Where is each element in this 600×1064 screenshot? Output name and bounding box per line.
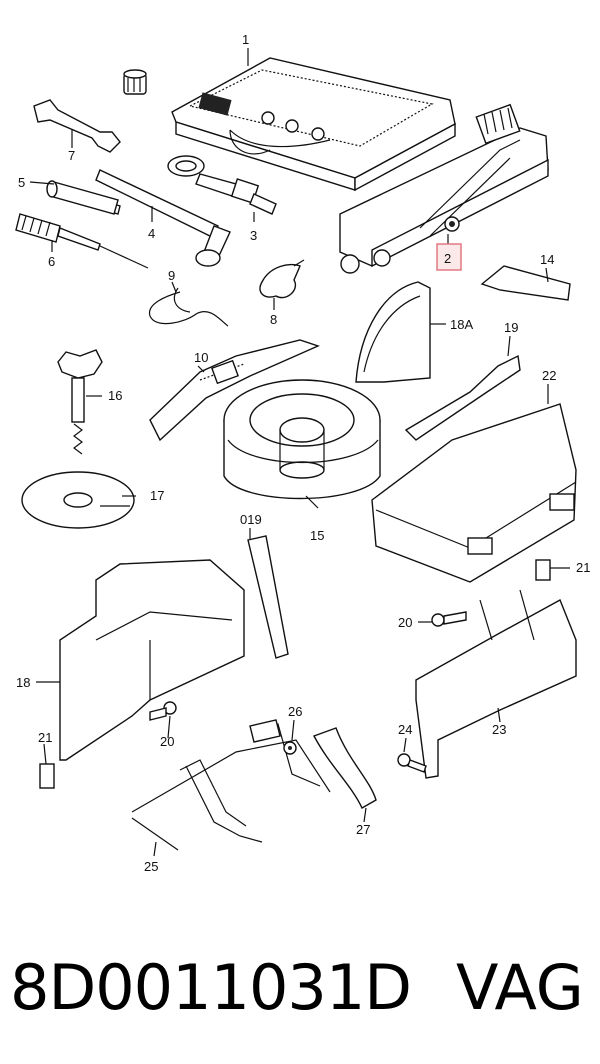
part-wheel-bolt-adapter: [123, 69, 147, 95]
part-15-spare-wheel-insert: [223, 379, 381, 500]
callout-20-upper: 20: [398, 615, 412, 630]
part-8-clip: [259, 259, 305, 299]
part-22-storage-box: [371, 403, 577, 583]
callout-17: 17: [150, 488, 164, 503]
parts-exploded-diagram: 1 2 3 4 5 6 7 8 9 10 14 15 16 17 18A 19 …: [15, 32, 590, 874]
callout-9: 9: [168, 268, 175, 283]
part-18a-cover: [355, 281, 431, 383]
callout-10: 10: [194, 350, 208, 365]
callout-18: 18: [16, 675, 30, 690]
part-3-towing-eye: [167, 155, 277, 215]
part-5-extension-bar: [46, 180, 119, 215]
callout-21-right: 21: [576, 560, 590, 575]
callout-labels: 1 2 3 4 5 6 7 8 9 10 14 15 16 17 18A 19 …: [16, 32, 590, 874]
callout-2-highlight: [436, 243, 462, 271]
part-019-strap: [247, 535, 289, 659]
callout-7: 7: [68, 148, 75, 163]
part-6-screwdriver: [15, 213, 149, 269]
part-16-wing-bolt: [57, 349, 103, 455]
callout-6: 6: [48, 254, 55, 269]
callout-20-lower: 20: [160, 734, 174, 749]
part-1-tool-tray: [171, 57, 456, 192]
leader-lines: [29, 48, 570, 857]
callout-1: 1: [242, 32, 249, 47]
part-9-wire-spring: [148, 287, 229, 327]
callout-16: 16: [108, 388, 122, 403]
callout-18a: 18A: [450, 317, 473, 332]
callout-25: 25: [144, 859, 158, 874]
part-2-jack: [339, 103, 549, 274]
part-27-foam-strip: [313, 727, 377, 809]
callout-19: 19: [504, 320, 518, 335]
callout-26: 26: [288, 704, 302, 719]
callout-019: 019: [240, 512, 262, 527]
part-23-bracket: [415, 589, 577, 779]
callout-5: 5: [18, 175, 25, 190]
part-number: 8D0011031D: [10, 951, 412, 1024]
part-26-nut: [283, 741, 297, 755]
callout-8: 8: [270, 312, 277, 327]
callout-15: 15: [310, 528, 324, 543]
callout-2: 2: [444, 251, 451, 266]
part-7-spanner: [33, 99, 121, 153]
callout-3: 3: [250, 228, 257, 243]
part-21-clip-right: [535, 559, 551, 581]
part-19-strap: [404, 354, 521, 441]
brand-label: VAG: [456, 951, 584, 1024]
part-10-strap: [149, 339, 320, 442]
callout-22: 22: [542, 368, 556, 383]
part-20-screw-b: [149, 701, 177, 721]
callout-24: 24: [398, 722, 412, 737]
callout-27: 27: [356, 822, 370, 837]
part-20-screw-a: [431, 611, 467, 627]
callout-23: 23: [492, 722, 506, 737]
part-25-frame: [131, 719, 331, 851]
part-18-bracket-tray: [39, 559, 245, 789]
part-14-tape: [480, 265, 571, 301]
callout-14: 14: [540, 252, 554, 267]
part-17-cover-disc: [21, 471, 135, 529]
callout-21-left: 21: [38, 730, 52, 745]
callout-4: 4: [148, 226, 155, 241]
part-24-screw: [397, 753, 427, 773]
